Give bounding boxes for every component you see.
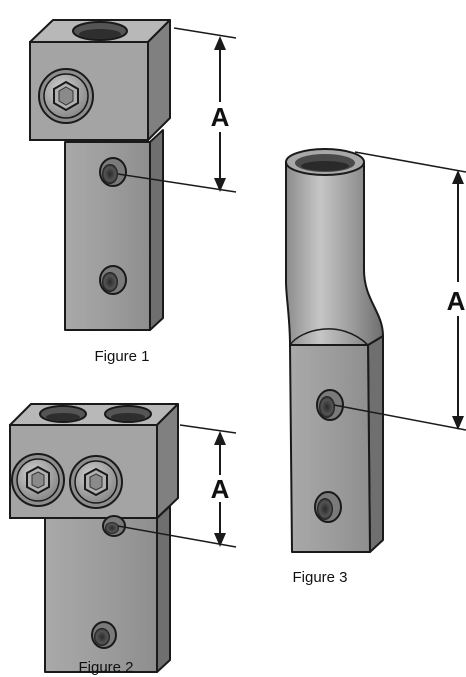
bolt-hole [314,491,342,523]
bolt-hole [99,157,127,187]
set-screw-icon [11,453,65,507]
dimension-label: A [447,286,466,316]
figure-3-lug [285,148,384,553]
set-screw-icon [38,68,94,124]
dimension-label: A [211,102,230,132]
bolt-hole [99,265,127,295]
figure-1-dimension-a: A [117,27,237,193]
figure-2-lug [9,403,179,673]
figure-1-lug [29,19,171,331]
set-screw-icon [69,455,123,509]
bolt-hole [316,389,344,421]
bolt-hole [102,515,126,537]
figure-3-dimension-a: A [333,151,466,431]
figure-1-caption: Figure 1 [94,348,149,365]
figure-2-caption: Figure 2 [78,659,133,676]
figure-3-caption: Figure 3 [292,569,347,586]
dimension-label: A [211,474,230,504]
figure-2-dimension-a: A [117,424,237,548]
bolt-hole [91,621,117,649]
